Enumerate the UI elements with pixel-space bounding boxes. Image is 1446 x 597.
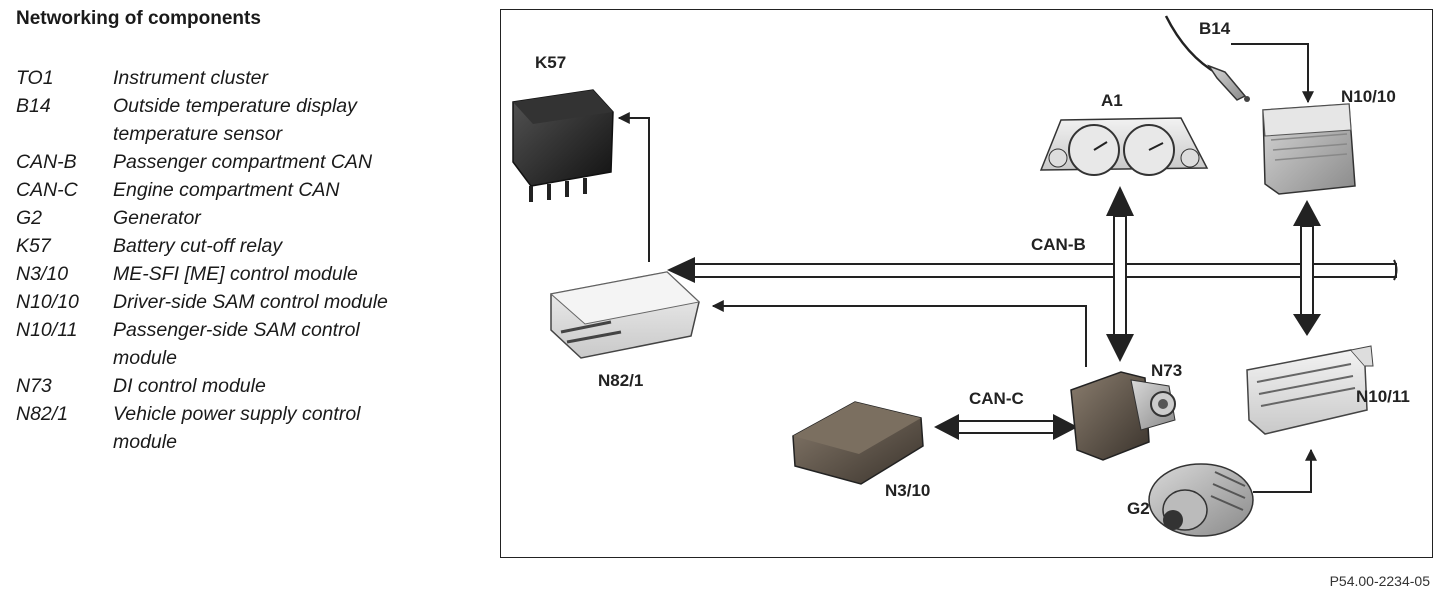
label-n10-10: N10/10 <box>1341 87 1396 106</box>
legend-desc: ME-SFI [ME] control module <box>113 260 476 288</box>
legend-code: N73 <box>16 375 52 397</box>
label-g2: G2 <box>1127 499 1150 518</box>
legend-desc-line: Outside temperature display <box>113 95 357 117</box>
label-can-c: CAN-C <box>969 389 1024 408</box>
label-n73: N73 <box>1151 361 1182 380</box>
n10-11-module-image <box>1246 345 1374 435</box>
legend-code: B14 <box>16 95 51 117</box>
legend-desc: Instrument cluster <box>113 64 476 92</box>
legend-desc: Passenger-side SAM control module <box>113 316 476 372</box>
legend-code: N82/1 <box>16 403 69 425</box>
legend-desc: Passenger compartment CAN <box>113 148 476 176</box>
legend-desc-line: Battery cut-off relay <box>113 235 283 257</box>
arrowhead-to-n10-10 <box>1293 200 1321 226</box>
diagram-title: Networking of components <box>16 8 261 29</box>
legend-row: K57 Battery cut-off relay <box>16 232 476 260</box>
n10-10-module-image <box>1262 103 1356 195</box>
legend-row: N10/10 Driver-side SAM control module <box>16 288 476 316</box>
n82-1-module-image <box>549 271 701 359</box>
figure-reference: P54.00-2234-05 <box>1329 573 1430 589</box>
legend-desc-line: ME-SFI [ME] control module <box>113 263 358 285</box>
legend-desc: Vehicle power supply control module <box>113 400 476 456</box>
n3-10-module-image <box>792 401 924 485</box>
legend-code: CAN-B <box>16 151 77 173</box>
arrowhead-to-n10-11 <box>1293 314 1321 336</box>
legend-desc-line: Generator <box>113 207 201 229</box>
legend-desc-line: Passenger compartment CAN <box>113 151 373 173</box>
g2-generator-image <box>1148 463 1254 537</box>
legend-code: TO1 <box>16 67 54 89</box>
label-b14: B14 <box>1199 19 1231 38</box>
a1-instrument-cluster-image <box>1039 117 1209 176</box>
label-n3-10: N3/10 <box>885 481 930 500</box>
can-b-branch-a1-n73 <box>1106 186 1134 362</box>
legend-desc-line: DI control module <box>113 375 266 397</box>
label-k57: K57 <box>535 53 566 72</box>
legend-code: N10/10 <box>16 291 79 313</box>
b14-sensor-image <box>1207 64 1250 102</box>
legend-desc: Engine compartment CAN <box>113 176 476 204</box>
legend-desc-line: Driver-side SAM control module <box>113 291 388 313</box>
legend-desc: Outside temperature display temperature s… <box>113 92 476 148</box>
legend-desc: DI control module <box>113 372 476 400</box>
legend-row: G2 Generator <box>16 204 476 232</box>
legend-row: TO1 Instrument cluster <box>16 64 476 92</box>
legend-row: N10/11 Passenger-side SAM control module <box>16 316 476 372</box>
legend-desc-line: Engine compartment CAN <box>113 179 340 201</box>
legend-desc-line: Vehicle power supply control <box>113 403 361 425</box>
legend-row: CAN-B Passenger compartment CAN <box>16 148 476 176</box>
can-b-arrowhead-left <box>667 257 695 283</box>
legend-desc: Battery cut-off relay <box>113 232 476 260</box>
k57-relay-image <box>512 89 614 202</box>
legend-row: N73 DI control module <box>16 372 476 400</box>
legend-row: CAN-C Engine compartment CAN <box>16 176 476 204</box>
arrowhead-to-a1 <box>1106 186 1134 216</box>
legend-row: N82/1 Vehicle power supply control module <box>16 400 476 456</box>
can-c-link <box>934 414 1078 440</box>
legend-desc-line: Instrument cluster <box>113 67 268 89</box>
n73-module-image <box>1070 371 1176 461</box>
legend-code: G2 <box>16 207 43 229</box>
legend-code: K57 <box>16 235 51 257</box>
legend-row: B14 Outside temperature display temperatu… <box>16 92 476 148</box>
legend-row: N3/10 ME-SFI [ME] control module <box>16 260 476 288</box>
legend-code: N10/11 <box>16 319 78 341</box>
label-can-b: CAN-B <box>1031 235 1086 254</box>
label-n82-1: N82/1 <box>598 371 643 390</box>
legend-desc-line: module <box>113 347 177 369</box>
network-diagram-svg: K57 B14 A1 N10/10 CAN-B N82/1 N73 N10/11… <box>512 15 1410 537</box>
legend-desc-line: Passenger-side SAM control <box>113 319 360 341</box>
legend-desc-line: temperature sensor <box>113 123 283 145</box>
legend-code: CAN-C <box>16 179 78 201</box>
legend-code: N3/10 <box>16 263 69 285</box>
label-a1: A1 <box>1101 91 1123 110</box>
legend-desc: Generator <box>113 204 476 232</box>
can-b-bus <box>667 257 1398 283</box>
network-diagram: K57 B14 A1 N10/10 CAN-B N82/1 N73 N10/11… <box>500 9 1433 558</box>
arrowhead-to-n73 <box>1106 334 1134 362</box>
label-n10-11: N10/11 <box>1356 387 1410 406</box>
component-legend: TO1 Instrument cluster B14 Outside tempe… <box>16 64 476 456</box>
can-b-branch-n10 <box>1293 200 1321 336</box>
legend-desc-line: module <box>113 431 177 453</box>
legend-desc: Driver-side SAM control module <box>113 288 476 316</box>
